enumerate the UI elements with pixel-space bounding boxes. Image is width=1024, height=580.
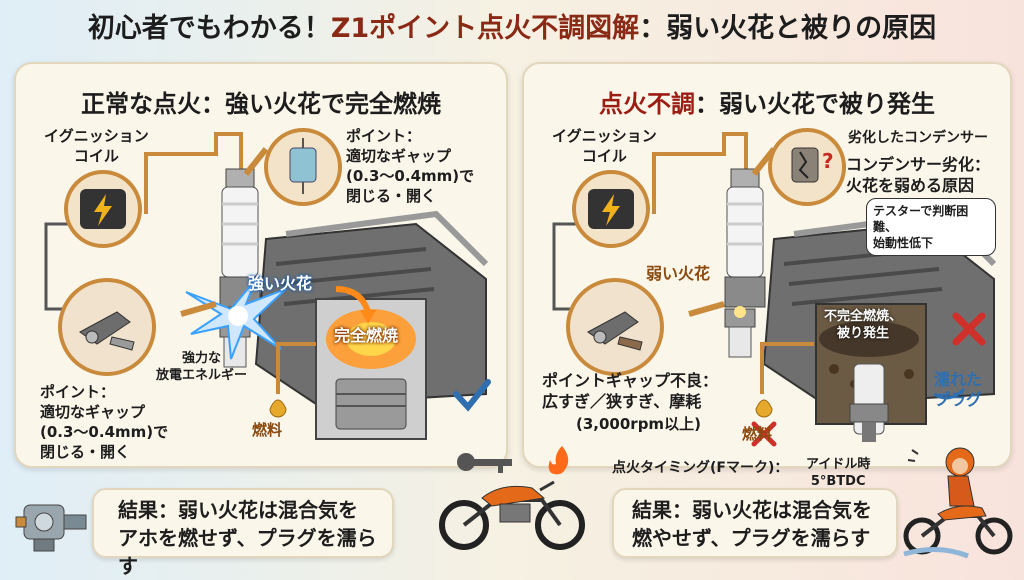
check-icon	[453, 379, 491, 412]
key-icon	[457, 453, 512, 473]
normal-ignition-diagram	[44, 132, 491, 440]
point-gap-bad-label: ポイントギャップ不良： 広すぎ／狭すぎ、摩耗	[542, 371, 719, 411]
fuel-drop-icon	[755, 399, 773, 418]
ignition-coil-circle	[64, 170, 142, 248]
trouble-panel-title: 点火不調：弱い火花で被り発生	[524, 84, 1010, 119]
carburetor-icon	[15, 504, 87, 552]
worn-breaker-point-circle	[566, 278, 664, 376]
spark-plug-icon	[724, 168, 766, 358]
condenser-icon	[289, 138, 317, 194]
svg-text:?: ?	[822, 149, 834, 173]
degraded-condenser-label: 劣化したコンデンサー	[848, 130, 988, 146]
degraded-condenser-circle: ?	[768, 128, 846, 206]
timing-label: 点火タイミング(Fマーク)：	[612, 460, 789, 476]
fuel-cross-icon	[751, 421, 777, 447]
motorcycle-icon	[439, 446, 585, 550]
strong-spark-label: 強い火花	[248, 274, 313, 293]
weak-spark-icon	[734, 306, 746, 318]
broken-condenser-icon: ?	[791, 147, 834, 183]
title-accent: Z1ポイント点火不調図解	[330, 13, 640, 44]
point-gap-bottom-label: ポイント： 適切なギャップ (0.3〜0.4mm)で 閉じる・開く	[40, 383, 169, 461]
complete-combustion-label: 完全燃焼	[334, 326, 399, 345]
discharge-label: 強力な 放電エネルギー	[156, 351, 248, 383]
spark-icon	[185, 278, 287, 360]
ignition-coil-label: イグニッション コイル	[44, 127, 149, 165]
ignition-coil-icon	[80, 189, 126, 229]
normal-ignition-panel: 正常な点火：強い火花で完全燃焼	[14, 62, 508, 468]
right-result-box: 結果：弱い火花は混合気を 燃やせず、プラグを濡らす	[612, 488, 898, 558]
page-title: 初心者でもわかる！Z1ポイント点火不調図解：弱い火花と被りの原因	[0, 6, 1024, 45]
title-part1: 初心者でもわかる！	[87, 13, 331, 44]
ignition-trouble-diagram	[552, 132, 997, 447]
weak-spark-label: 弱い火花	[646, 264, 711, 283]
condenser-cause-label: コンデンサー劣化： 火花を弱める原因	[846, 155, 991, 195]
ignition-coil-circle	[572, 170, 650, 248]
left-result-box: 結果：弱い火花は混合気を アホを燃せず、プラグを濡らす	[92, 488, 394, 578]
rider-on-motorcycle-icon	[903, 447, 1013, 559]
normal-panel-title: 正常な点火：強い火花で完全燃焼	[81, 90, 441, 118]
worn-breaker-point-icon	[587, 311, 643, 351]
point-gap-top-label: ポイント： 適切なギャップ (0.3〜0.4mm)で 閉じる・開く	[346, 127, 475, 205]
ignition-trouble-panel: 点火不調：弱い火花で被り発生	[522, 62, 1012, 468]
spark-plug-icon	[219, 168, 261, 308]
idle-timing-label: アイドル時 5°BTDC	[806, 457, 871, 489]
tester-note: テスターで判断困難、 始動性低下	[866, 198, 996, 256]
fuel-label: 燃料	[252, 421, 283, 439]
condenser-circle	[264, 128, 342, 206]
incomplete-combustion-label: 不完全燃焼、 被り発生	[824, 309, 903, 341]
fuel-label: 燃料	[742, 425, 773, 443]
title-part2: ：弱い火花と被りの原因	[639, 13, 937, 44]
breaker-point-icon	[79, 311, 135, 351]
wet-plug-label: 濡れた プラグ	[934, 370, 983, 409]
wet-plug-icon	[849, 363, 889, 442]
ignition-coil-icon	[588, 189, 634, 229]
ignition-coil-label: イグニッション コイル	[552, 127, 657, 165]
trouble-title-red: 点火不調	[599, 90, 695, 118]
trouble-title-rest: ：弱い火花で被り発生	[695, 90, 935, 118]
breaker-point-circle	[58, 278, 156, 376]
rpm-note: (3,000rpm以上)	[576, 415, 701, 433]
fuel-drop-icon	[269, 399, 287, 418]
cross-icon	[952, 312, 986, 346]
flame-icon	[548, 446, 569, 475]
